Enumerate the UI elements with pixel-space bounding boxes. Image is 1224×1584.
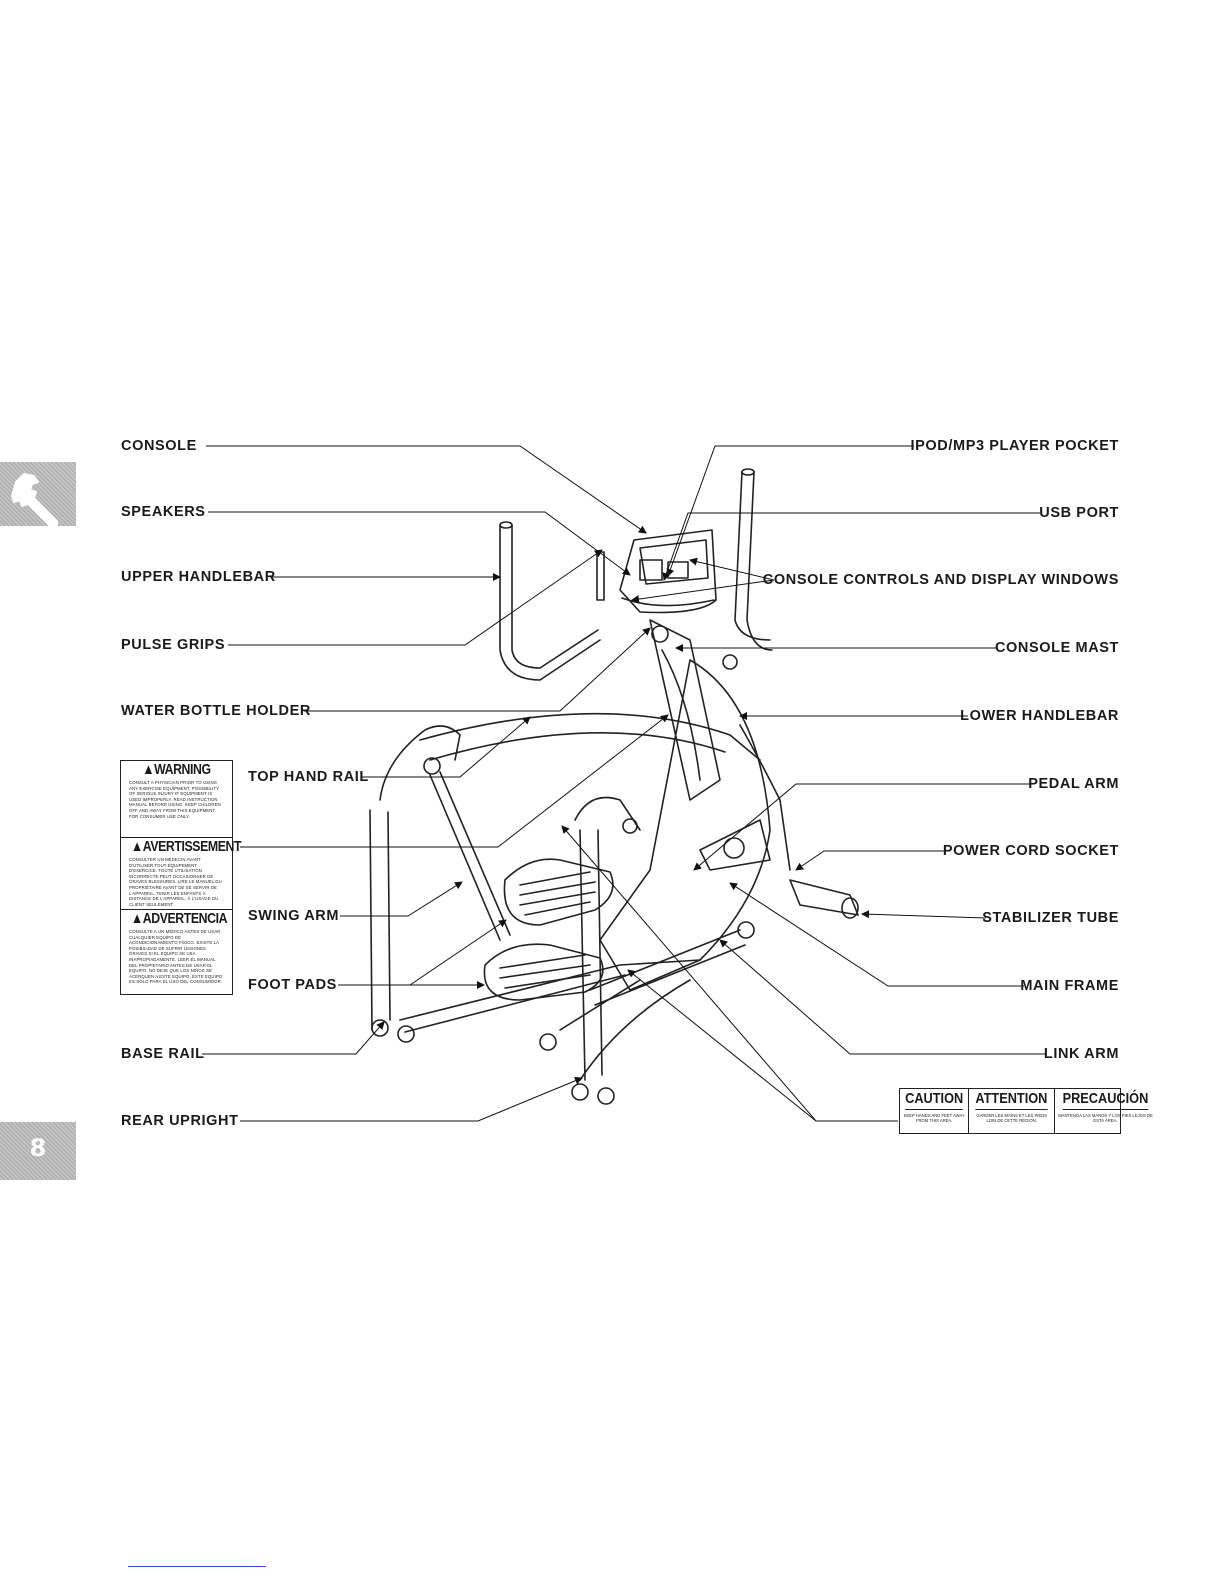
pedal-arm <box>699 819 771 871</box>
leader-pulse-grips <box>228 549 603 646</box>
warning-triangle-icon: ▲ <box>130 910 143 927</box>
caution-title: CAUTION <box>905 1089 964 1110</box>
wrench-icon <box>11 473 59 529</box>
label-power-cord-socket: POWER CORD SOCKET <box>942 843 1119 859</box>
console-body <box>619 529 717 614</box>
label-rear-upright: REAR UPRIGHT <box>121 1113 239 1129</box>
leader-stabilizer <box>861 910 987 919</box>
leader-pedal-arm <box>693 783 1030 871</box>
label-console-controls: CONSOLE CONTROLS AND DISPLAY WINDOWS <box>762 572 1119 588</box>
label-upper-handlebar: UPPER HANDLEBAR <box>121 569 276 585</box>
leader-water-bottle <box>304 627 651 712</box>
leader-foot-pads-1 <box>338 919 507 986</box>
label-usb-port: USB PORT <box>1039 505 1119 521</box>
label-water-bottle-holder: WATER BOTTLE HOLDER <box>121 703 311 719</box>
rear-upright <box>579 979 691 1081</box>
label-pulse-grips: PULSE GRIPS <box>121 637 226 653</box>
attention-text: GARDER LES MAINS ET LES PIEDS LOIN DE CE… <box>976 1113 1048 1124</box>
footer-link-underline <box>128 1566 266 1567</box>
leader-caution-2 <box>627 969 898 1122</box>
swing-arm <box>429 774 501 941</box>
leader-usb <box>662 512 1040 581</box>
pulse-grips <box>596 551 605 601</box>
page-number: 8 <box>29 1134 47 1162</box>
label-console-mast: CONSOLE MAST <box>994 640 1119 656</box>
page-number-tab <box>0 1122 76 1180</box>
section-tab <box>0 462 76 529</box>
leader-controls-1 <box>689 557 775 581</box>
label-link-arm: LINK ARM <box>1043 1046 1119 1062</box>
caution-text: KEEP HANDS AND FEET AWAY FROM THIS AREA. <box>903 1113 965 1124</box>
foot-pad-front <box>483 943 604 1001</box>
warning-sticker: ▲WARNING CONSULT A PHYSICIAN PRIOR TO US… <box>120 760 241 995</box>
leader-base-rail <box>202 1021 385 1055</box>
warning-title: WARNING <box>154 761 211 778</box>
leader-power-cord <box>795 850 950 871</box>
label-lower-handlebar: LOWER HANDLEBAR <box>960 708 1119 724</box>
avertissement-title: AVERTISSEMENT <box>142 838 242 855</box>
label-pedal-arm: PEDAL ARM <box>1028 776 1119 792</box>
leader-main-frame <box>729 882 1024 987</box>
top-hand-rail <box>379 725 461 801</box>
attention-title: ATTENTION <box>975 1089 1048 1110</box>
precaucion-title: PRECAUCIÓN <box>1062 1089 1149 1110</box>
link-arm <box>589 929 741 991</box>
leader-speakers <box>208 511 631 576</box>
upper-handlebar-right <box>734 471 771 641</box>
leader-top-hand-rail <box>362 716 531 778</box>
upper-handlebar-left <box>499 524 601 681</box>
avertissement-text: CONSULTER UN MÉDECIN AVANT D'UTILISER TO… <box>129 857 222 907</box>
warning-text: CONSULT A PHYSICIAN PRIOR TO USING ANY E… <box>129 780 221 819</box>
leader-link-arm <box>719 939 1046 1055</box>
label-console: CONSOLE <box>121 438 197 454</box>
label-stabilizer-tube: STABILIZER TUBE <box>982 910 1119 926</box>
leader-caution-1 <box>561 825 898 1122</box>
leader-console <box>206 445 647 534</box>
caution-sticker: CAUTION KEEP HANDS AND FEET AWAY FROM TH… <box>899 1088 1153 1134</box>
label-speakers: SPEAKERS <box>121 504 206 520</box>
label-main-frame: MAIN FRAME <box>1020 978 1119 994</box>
label-swing-arm: SWING ARM <box>248 908 340 924</box>
console-mast <box>649 619 721 801</box>
precaucion-text: MANTENGA LAS MANOS Y LOS PIES LEJOS DE E… <box>1058 1113 1153 1124</box>
leader-warning <box>240 714 669 848</box>
label-top-hand-rail: TOP HAND RAIL <box>248 769 369 785</box>
label-base-rail: BASE RAIL <box>121 1046 205 1062</box>
warning-triangle-icon: ▲ <box>142 761 155 778</box>
leader-rear-upright <box>240 1076 583 1122</box>
foot-pad-rear <box>503 858 614 926</box>
leader-controls-2 <box>631 579 775 603</box>
leader-ipod <box>666 445 914 577</box>
advertencia-title: ADVERTENCIA <box>142 910 228 927</box>
label-ipod-pocket: IPOD/MP3 PLAYER POCKET <box>910 438 1119 454</box>
warning-triangle-icon: ▲ <box>130 838 143 855</box>
stabilizer-tube <box>789 879 859 916</box>
main-frame <box>599 659 771 991</box>
leader-swing-arm <box>340 881 463 917</box>
label-foot-pads: FOOT PADS <box>248 977 337 993</box>
advertencia-text: CONSULTE A UN MÉDICO ANTES DE USAR CUALQ… <box>129 929 223 985</box>
base-rail <box>399 959 701 1021</box>
